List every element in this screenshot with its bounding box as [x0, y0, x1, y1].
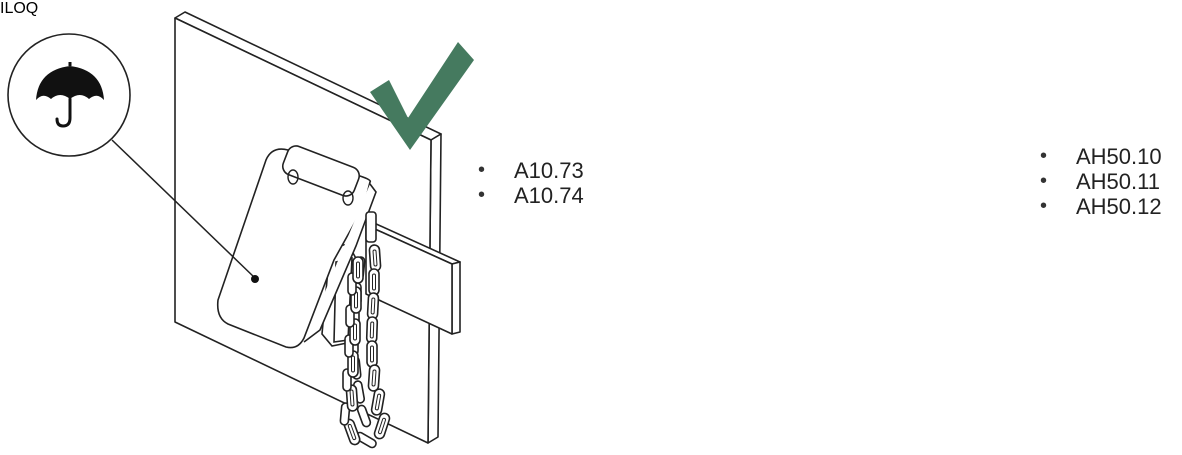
weather-callout: [7, 33, 259, 283]
left-installation: [7, 11, 474, 450]
cover-slot-plate: [281, 145, 361, 206]
model-list-left-text: A10.73 A10.74: [478, 158, 584, 208]
right-installation: ILOQ: [0, 0, 38, 17]
padlock: ILOQ: [0, 0, 38, 17]
model-list-right-text: AH50.10 AH50.11 AH50.12: [1040, 144, 1162, 219]
chain-left: [339, 211, 392, 450]
model-item: A10.74: [478, 183, 584, 208]
bolt-bar-left: [365, 222, 461, 335]
padlock-brand: ILOQ: [0, 0, 39, 17]
model-item: AH50.12: [1040, 194, 1162, 219]
weather-cover: [216, 145, 377, 349]
umbrella-icon: [36, 62, 104, 128]
model-item: AH50.10: [1040, 144, 1162, 169]
model-item: AH50.11: [1040, 169, 1162, 194]
model-item: A10.73: [478, 158, 584, 183]
checkmark-icon: [370, 42, 474, 150]
